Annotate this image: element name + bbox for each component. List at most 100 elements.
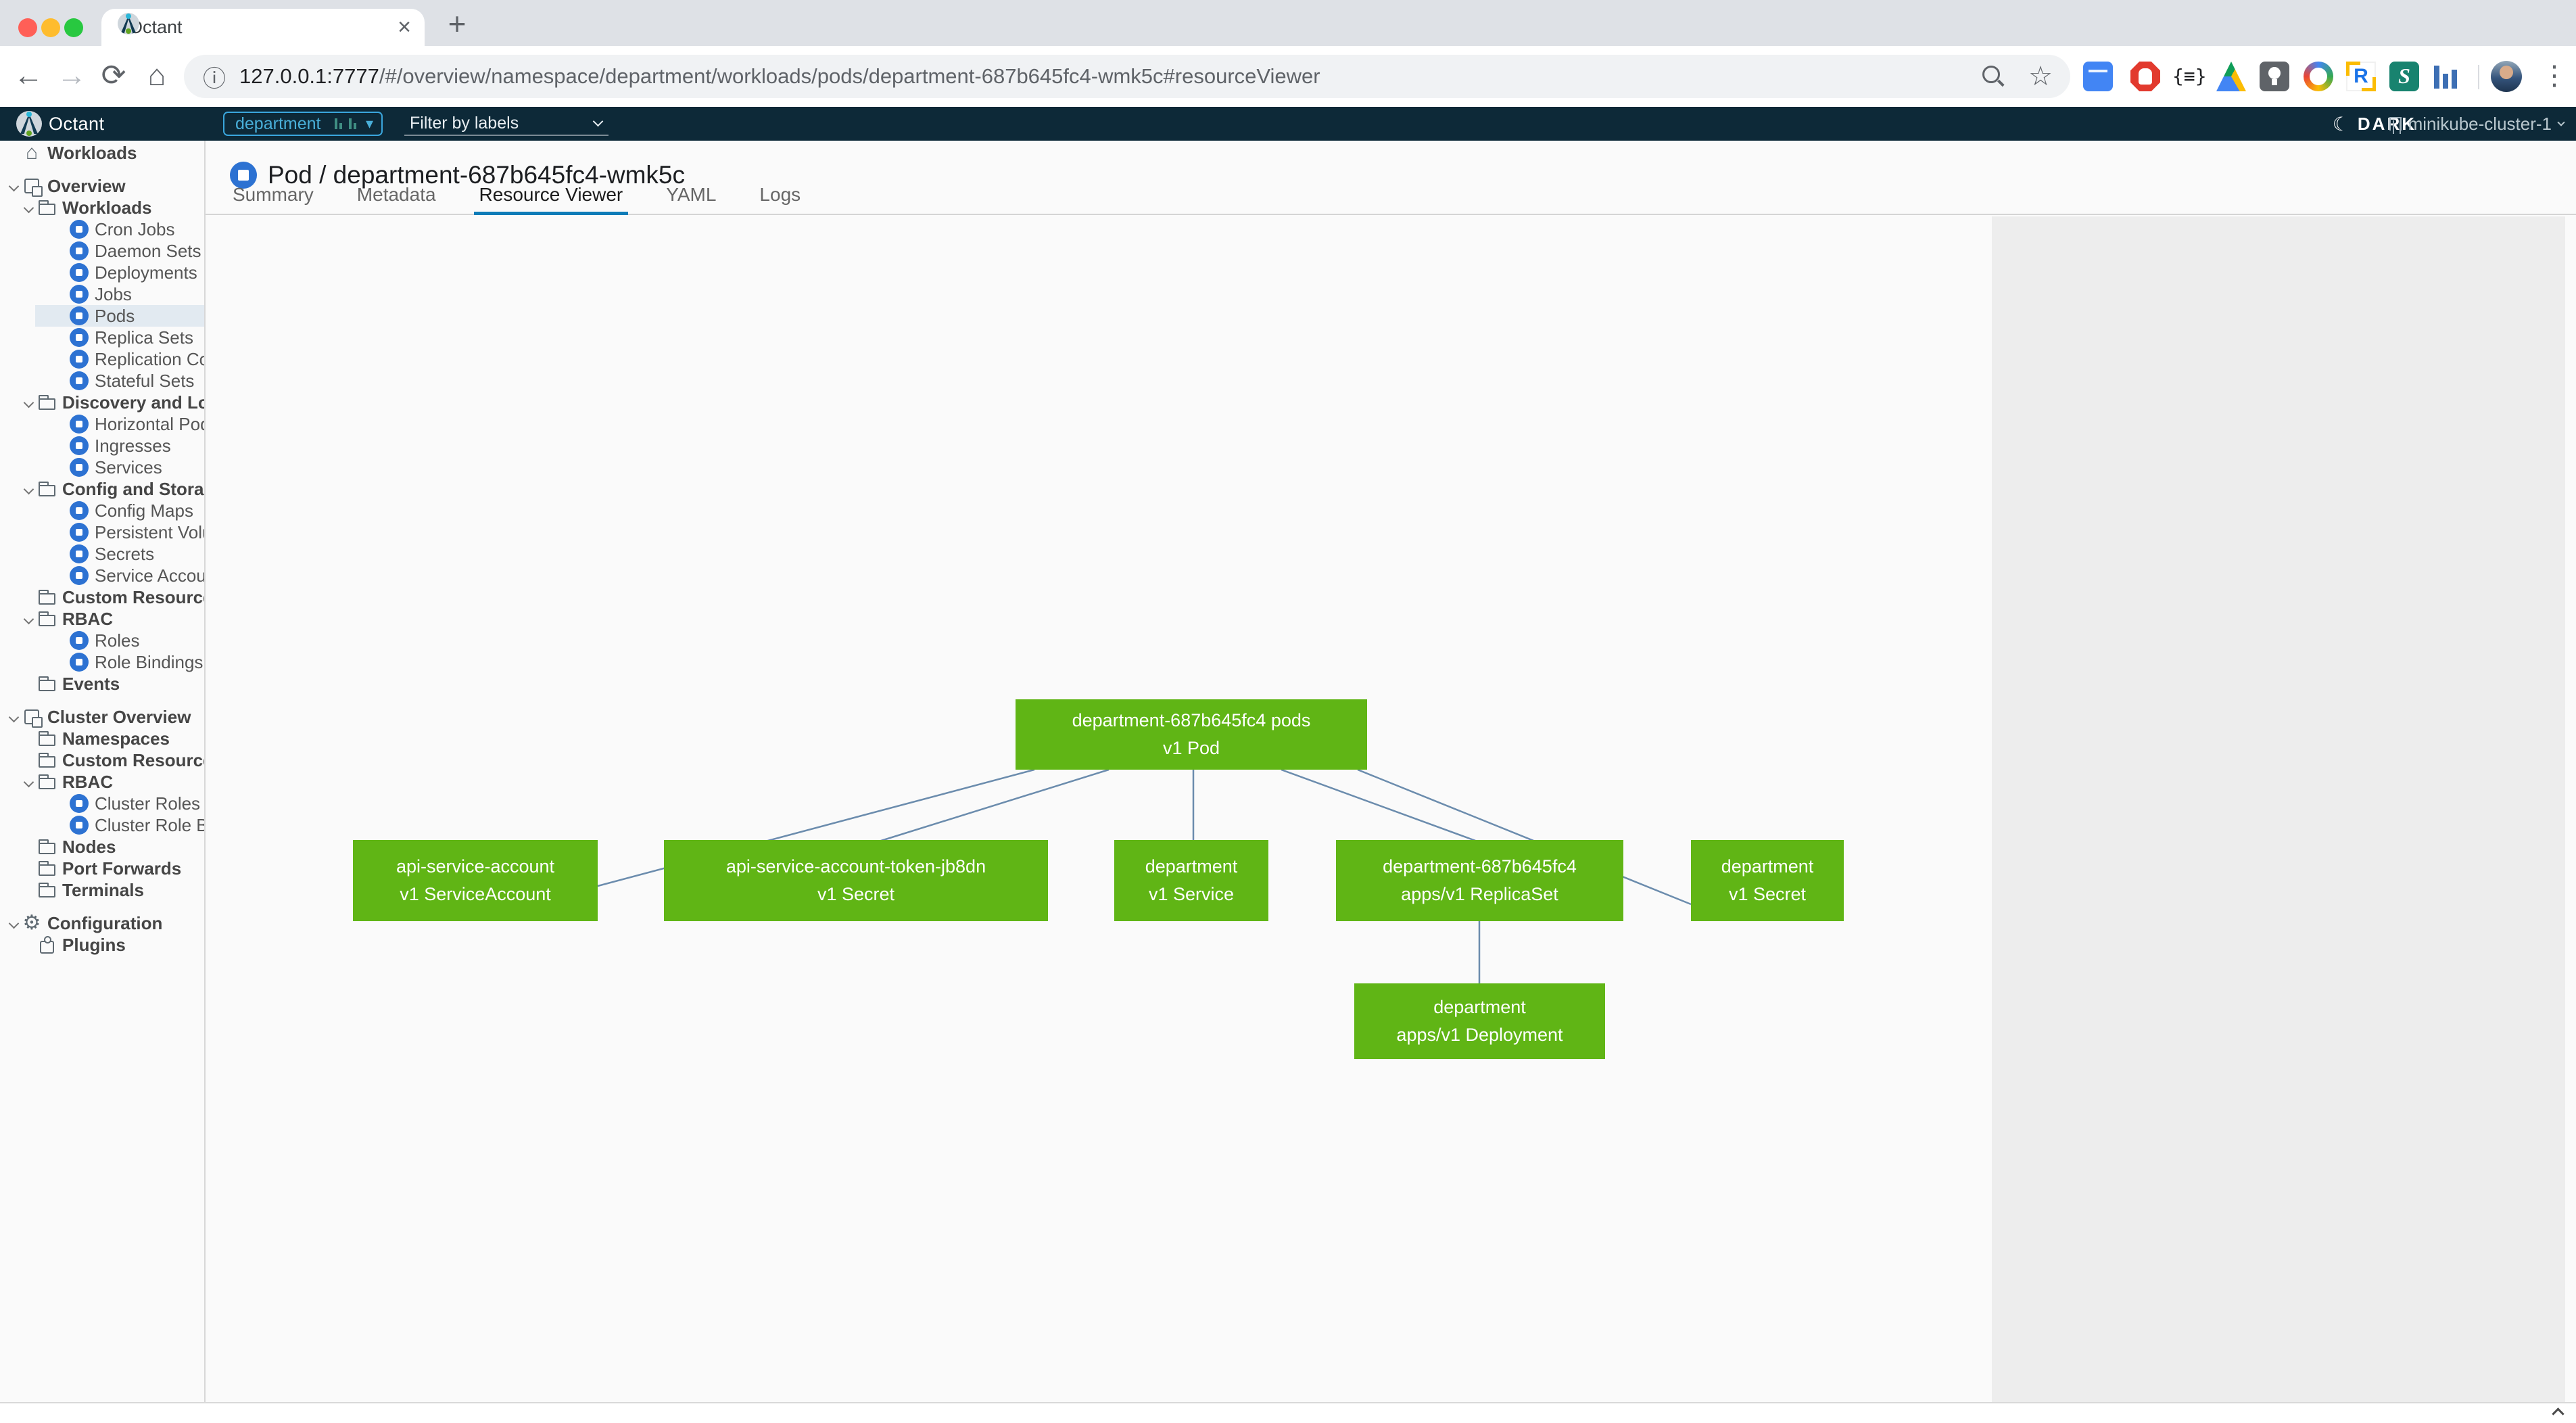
close-tab-icon[interactable]: × — [398, 14, 411, 40]
sidebar-item-config-and-storage[interactable]: Config and Storage — [0, 478, 204, 500]
chevron-down-icon[interactable] — [23, 397, 34, 408]
site-info-icon[interactable]: ⓘ — [203, 66, 226, 92]
url-bar[interactable]: ⓘ 127.0.0.1:7777/#/overview/namespace/de… — [184, 55, 2070, 98]
sidebar-item-service-accounts[interactable]: Service Accounts — [0, 565, 204, 586]
back-button[interactable]: ← — [14, 59, 43, 92]
sidebar-item-cluster-role-bindings[interactable]: Cluster Role Bindings — [0, 814, 204, 836]
sidebar-item-discovery-and-load-balancing[interactable]: Discovery and Load Balancing — [0, 392, 204, 413]
sidebar-item-overview[interactable]: Overview — [0, 175, 204, 197]
sidebar-item-roles[interactable]: Roles — [0, 630, 204, 651]
sidebar-item-stateful-sets[interactable]: Stateful Sets — [0, 370, 204, 392]
sidebar-item-ingresses[interactable]: Ingresses — [0, 435, 204, 457]
sidebar-item-rbac[interactable]: RBAC — [0, 608, 204, 630]
sidebar-item-label: Workloads — [62, 197, 152, 218]
theme-toggle[interactable]: ☾ DARK — [2333, 107, 2416, 141]
browser-tab[interactable]: Octant × — [101, 9, 425, 46]
home-button[interactable]: ⌂ — [147, 59, 166, 92]
blue-bars-extension-icon[interactable] — [2433, 62, 2462, 91]
search-icon[interactable] — [1978, 62, 2008, 91]
chevron-down-icon[interactable] — [23, 484, 34, 494]
sidebar-item-port-forwards[interactable]: Port Forwards — [0, 858, 204, 879]
context-selector[interactable]: minikube-cluster-1 — [2389, 107, 2565, 141]
teal-s-extension-icon[interactable]: S — [2389, 62, 2419, 91]
bookmark-star-icon[interactable]: ☆ — [2028, 62, 2053, 91]
forward-button[interactable]: → — [57, 59, 87, 92]
sidebar-item-label: Namespaces — [62, 728, 170, 749]
window-minimize-button[interactable] — [41, 18, 60, 37]
sidebar-item-rbac[interactable]: RBAC — [0, 771, 204, 793]
chevron-down-icon[interactable] — [8, 712, 19, 722]
sidebar-item-jobs[interactable]: Jobs — [0, 283, 204, 305]
label-filter-input[interactable]: Filter by labels — [404, 112, 609, 136]
sidebar-item-workloads[interactable]: ⌂Workloads — [0, 142, 204, 164]
sidebar-item-deployments[interactable]: Deployments — [0, 262, 204, 283]
window-close-button[interactable] — [18, 18, 37, 37]
sidebar-item-custom-resources[interactable]: Custom Resources — [0, 749, 204, 771]
sidebar-item-terminals[interactable]: Terminals — [0, 879, 204, 901]
sidebar-item-config-maps[interactable]: Config Maps — [0, 500, 204, 521]
new-tab-button[interactable]: + — [448, 6, 467, 41]
profile-avatar[interactable] — [2491, 61, 2522, 92]
chevron-down-icon[interactable] — [8, 918, 19, 929]
sidebar-item-workloads[interactable]: Workloads — [0, 197, 204, 218]
tab-summary[interactable]: Summary — [233, 184, 314, 205]
drive-triangle-extension-icon[interactable] — [2216, 62, 2246, 91]
sidebar-item-secrets[interactable]: Secrets — [0, 543, 204, 565]
window-zoom-button[interactable] — [64, 18, 83, 37]
graph-node-name: department-687b645fc4 — [1383, 856, 1577, 877]
chevron-down-icon[interactable] — [23, 613, 34, 624]
chevron-up-icon[interactable] — [2552, 1407, 2565, 1420]
lightbulb-note-extension-icon[interactable] — [2260, 62, 2289, 91]
replication-controllers-icon — [70, 350, 89, 369]
sidebar-item-persistent-volume-claims[interactable]: Persistent Volume Claims — [0, 521, 204, 543]
sidebar-item-cron-jobs[interactable]: Cron Jobs — [0, 218, 204, 240]
sidebar-item-replica-sets[interactable]: Replica Sets — [0, 327, 204, 348]
tab-logs[interactable]: Logs — [759, 184, 801, 205]
horizontal-pod-autoscalers-icon — [70, 415, 89, 434]
r-sync-extension-icon[interactable]: R — [2346, 62, 2376, 91]
sidebar-item-horizontal-pod-autoscalers[interactable]: Horizontal Pod Autoscalers — [0, 413, 204, 435]
sidebar-item-events[interactable]: Events — [0, 673, 204, 695]
sidebar-item-nodes[interactable]: Nodes — [0, 836, 204, 858]
folder-icon — [38, 200, 55, 215]
sidebar-item-namespaces[interactable]: Namespaces — [0, 728, 204, 749]
tab-yaml[interactable]: YAML — [666, 184, 717, 205]
sidebar-item-cluster-overview[interactable]: Cluster Overview — [0, 706, 204, 728]
reload-button[interactable]: ⟳ — [101, 59, 126, 92]
tab-resource-viewer[interactable]: Resource Viewer — [473, 184, 628, 215]
sidebar-item-configuration[interactable]: ⚙Configuration — [0, 912, 204, 934]
blue-calendar-extension-icon[interactable] — [2083, 62, 2113, 91]
sidebar-item-services[interactable]: Services — [0, 457, 204, 478]
replica-sets-icon — [70, 328, 89, 347]
sidebar-item-label: Pods — [95, 305, 135, 326]
sidebar-item-pods[interactable]: Pods — [0, 305, 204, 327]
sidebar-item-daemon-sets[interactable]: Daemon Sets — [0, 240, 204, 262]
namespace-selector[interactable]: department ▾ — [223, 112, 383, 136]
filter-placeholder: Filter by labels — [410, 113, 519, 133]
sidebar-item-cluster-roles[interactable]: Cluster Roles — [0, 793, 204, 814]
json-braces-extension-icon[interactable]: {≡} — [2172, 65, 2207, 87]
sidebar-item-label: Roles — [95, 630, 140, 651]
sidebar-item-role-bindings[interactable]: Role Bindings — [0, 651, 204, 673]
tab-metadata[interactable]: Metadata — [356, 184, 436, 205]
overview-icon — [24, 179, 43, 197]
chevron-down-icon[interactable] — [23, 202, 34, 213]
sidebar-item-label: Plugins — [62, 934, 126, 955]
sidebar-item-replication-controllers[interactable]: Replication Controllers — [0, 348, 204, 370]
chevron-down-icon[interactable] — [8, 181, 19, 191]
multicolor-ring-extension-icon[interactable] — [2304, 62, 2333, 91]
sidebar-item-plugins[interactable]: Plugins — [0, 934, 204, 956]
red-stop-hand-extension-icon[interactable] — [2130, 62, 2160, 91]
sidebar-item-custom-resources[interactable]: Custom Resources — [0, 586, 204, 608]
browser-menu-icon[interactable]: ⋮ — [2541, 61, 2568, 91]
chevron-down-icon[interactable] — [23, 776, 34, 787]
